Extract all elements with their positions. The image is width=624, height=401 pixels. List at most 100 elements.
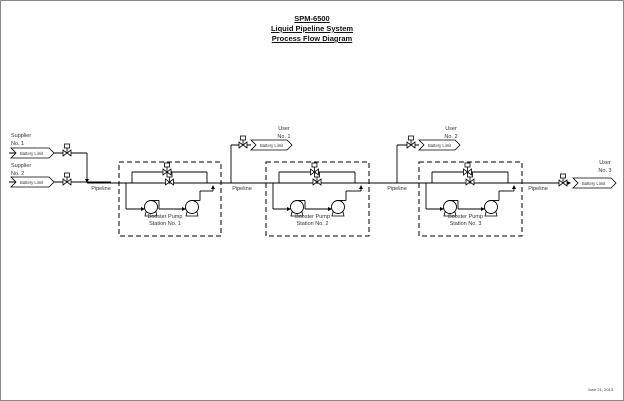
control-valve-icon [465, 172, 475, 186]
pump-icon [290, 200, 305, 217]
flow-arrow [328, 207, 332, 211]
pump-icon [185, 200, 200, 217]
pump-casing [290, 200, 304, 214]
station-name: Booster Pump [148, 214, 183, 220]
supplier-2-label: Supplier [11, 163, 31, 169]
valve-actuator [164, 162, 170, 168]
pump-icon [144, 200, 159, 217]
battery-limit-label: Battery Limit [428, 143, 452, 148]
control-valve-icon [310, 162, 319, 176]
user-3-label: User [599, 160, 611, 166]
battery-limit-connector [250, 139, 293, 151]
valve-body-right [168, 178, 174, 186]
flow-arrow [512, 185, 516, 189]
valve-body-left [162, 168, 168, 176]
valve-actuator [560, 173, 566, 179]
pump-station-boundary [118, 161, 222, 237]
pump-casing [484, 200, 498, 214]
valve-body-right [66, 178, 72, 186]
valve-body-right [66, 149, 72, 157]
station-name: Booster Pump [448, 214, 483, 220]
control-valve-icon [558, 173, 568, 187]
battery-limit-connector [572, 177, 617, 189]
battery-limit-connector [418, 139, 461, 151]
station-number: Station No. 1 [149, 221, 181, 227]
station-number: Station No. 2 [297, 221, 329, 227]
valve-actuator [464, 162, 471, 168]
valve-actuator [408, 135, 414, 141]
control-valve-icon [62, 143, 72, 157]
valve-body-right [242, 141, 248, 149]
pump-casing [144, 200, 158, 214]
battery-limit-label: Battery Limit [260, 143, 284, 148]
valve-body-right [316, 178, 322, 186]
valve-body-left [62, 178, 68, 186]
valve-actuator [64, 172, 70, 178]
flow-arrow [182, 207, 186, 211]
valve-body-left [238, 141, 244, 149]
pipeline-label: Pipeline [387, 186, 407, 192]
pump-casing [185, 200, 199, 214]
pump-icon [443, 200, 458, 217]
pump-icon [484, 200, 499, 217]
valve-body-left [312, 178, 318, 186]
control-valve-icon [62, 172, 72, 186]
valve-body-left [463, 168, 469, 176]
user-number: No. 2 [444, 134, 457, 140]
station-name: Booster Pump [295, 214, 330, 220]
diagram-subtitle: Liquid Pipeline System [270, 24, 354, 33]
pump-casing [331, 200, 345, 214]
user-label: User [445, 126, 457, 132]
pump-station-boundary [265, 161, 370, 237]
battery-limit-label: Battery Limit [582, 181, 606, 186]
flow-arrow [85, 179, 89, 183]
valve-actuator [64, 143, 70, 149]
user-number: No. 1 [277, 134, 290, 140]
pipeline-label: Pipeline [91, 186, 111, 192]
diagram-date: June 21, 2013 [588, 387, 614, 392]
valve-body-left [310, 168, 316, 176]
battery-limit-connector [10, 176, 55, 188]
valve-body-right [313, 168, 319, 176]
user-3-number: No. 3 [598, 168, 611, 174]
valve-body-left [465, 178, 471, 186]
valve-body-left [62, 149, 68, 157]
valve-body-left [165, 178, 171, 186]
pipeline-label: Pipeline [232, 186, 252, 192]
battery-limit-connector [10, 147, 55, 159]
battery-limit-label: Battery Limit [20, 151, 44, 156]
valve-body-right [166, 168, 172, 176]
battery-limit-label: Battery Limit [20, 180, 44, 185]
station-number: Station No. 3 [450, 221, 482, 227]
supplier-2-number: No. 2 [11, 171, 24, 177]
supplier-1-label: Supplier [11, 133, 31, 139]
valve-body-left [558, 179, 564, 187]
valve-body-left [406, 141, 412, 149]
pump-casing [443, 200, 457, 214]
flow-arrow [359, 185, 363, 189]
control-valve-icon [463, 162, 472, 176]
valve-body-right [466, 168, 472, 176]
user-label: User [278, 126, 290, 132]
flow-arrow [481, 207, 485, 211]
control-valve-icon [406, 135, 416, 149]
control-valve-icon [238, 135, 248, 149]
flow-arrow [440, 207, 444, 211]
diagram-title: SPM-6500 [294, 14, 330, 23]
pump-station-boundary [418, 161, 523, 237]
valve-actuator [311, 162, 318, 168]
supplier-1-number: No. 1 [11, 141, 24, 147]
flow-arrow [287, 207, 291, 211]
diagram-caption: Process Flow Diagram [271, 34, 353, 43]
pump-icon [331, 200, 346, 217]
flow-arrow [211, 185, 215, 189]
pipeline-label: Pipeline [528, 186, 548, 192]
valve-body-right [410, 141, 416, 149]
valve-body-right [469, 178, 475, 186]
valve-body-right [562, 179, 568, 187]
valve-actuator [240, 135, 246, 141]
flow-arrow [141, 207, 145, 211]
control-valve-icon [162, 162, 172, 176]
